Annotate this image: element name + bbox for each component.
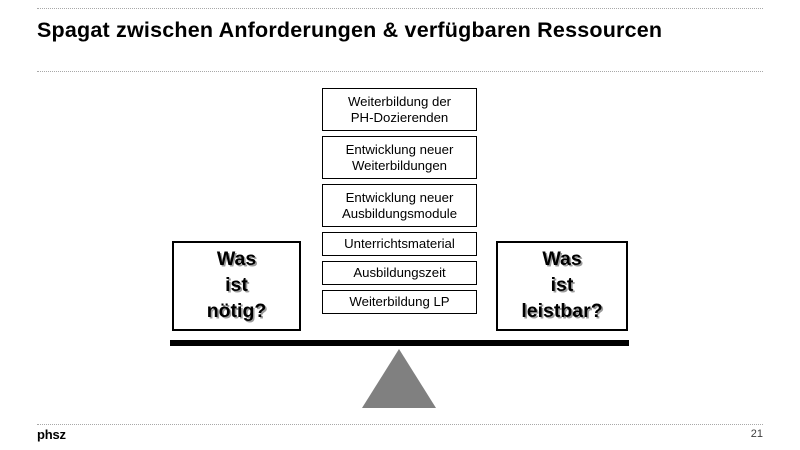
- task-box: Entwicklung neuer Ausbildungsmodule: [322, 184, 477, 227]
- seesaw-beam: [170, 340, 629, 346]
- task-box-stack: Weiterbildung der PH-Dozierenden Entwick…: [322, 88, 477, 319]
- task-box: Entwicklung neuer Weiterbildungen: [322, 136, 477, 179]
- left-question-box: Was ist nötig?: [172, 241, 301, 331]
- task-box: Weiterbildung LP: [322, 290, 477, 314]
- divider-under-title: [37, 71, 763, 72]
- fulcrum-triangle-icon: [362, 349, 436, 408]
- task-box: Ausbildungszeit: [322, 261, 477, 285]
- divider-top: [37, 8, 763, 9]
- divider-footer: [37, 424, 763, 425]
- footer-brand-logo: phsz: [37, 427, 66, 442]
- right-question-label: Was ist leistbar?: [521, 248, 603, 322]
- task-box: Unterrichtsmaterial: [322, 232, 477, 256]
- right-question-box: Was ist leistbar?: [496, 241, 628, 331]
- task-box: Weiterbildung der PH-Dozierenden: [322, 88, 477, 131]
- left-question-label: Was ist nötig?: [206, 248, 267, 322]
- footer-page-number: 21: [750, 428, 763, 440]
- page-title: Spagat zwischen Anforderungen & verfügba…: [37, 18, 663, 42]
